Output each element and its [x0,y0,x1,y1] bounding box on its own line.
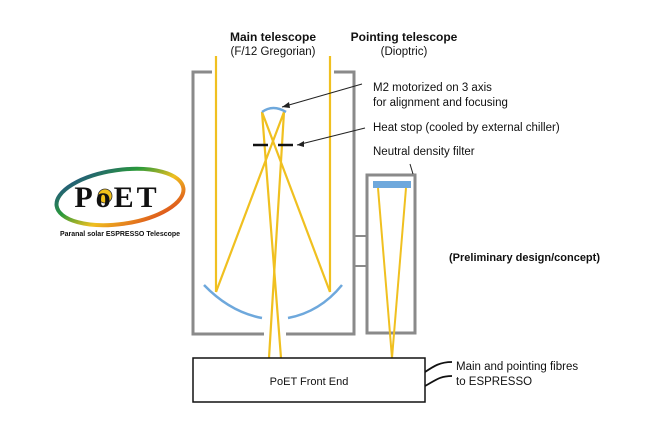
logo-caption: Paranal solar ESPRESSO Telescope [60,231,180,238]
pointing-light-beams [377,187,407,359]
primary-mirror-right [287,284,343,320]
main-light-beams [214,56,332,359]
main-telescope-subtitle: (F/12 Gregorian) [230,46,315,58]
pointing-telescope-title: Pointing telescope [351,30,458,44]
front-end-box [192,357,426,403]
primary-mirror-left [203,284,263,320]
sun-icon [97,188,113,204]
front-end-label: PoET Front End [270,376,349,388]
poet-logo: PoET Paranal solar ESPRESSO Telescope [54,166,186,238]
preliminary-note: (Preliminary design/concept) [449,252,600,264]
fibres-annotation-line2: to ESPRESSO [456,376,532,388]
pointing-telescope-subtitle: (Dioptric) [381,46,428,58]
main-telescope-title: Main telescope [230,30,316,44]
heat-stop-annotation: Heat stop (cooled by external chiller) [373,122,560,134]
secondary-mirror-m2 [261,106,287,114]
neutral-density-filter [373,181,411,188]
logo-wordmark: PoET [74,181,159,214]
arrowheads [282,102,304,147]
m2-annotation-line1: M2 motorized on 3 axis [373,82,492,94]
fibres [424,361,453,387]
main-telescope-tube [191,70,356,336]
leader-lines [281,83,414,175]
logo-ring [54,166,186,228]
tube-connector [354,235,367,267]
pointing-telescope-tube [365,173,417,335]
fibres-annotation-line1: Main and pointing fibres [456,361,578,373]
m2-annotation-line2: for alignment and focusing [373,97,508,109]
nd-filter-annotation: Neutral density filter [373,146,475,158]
